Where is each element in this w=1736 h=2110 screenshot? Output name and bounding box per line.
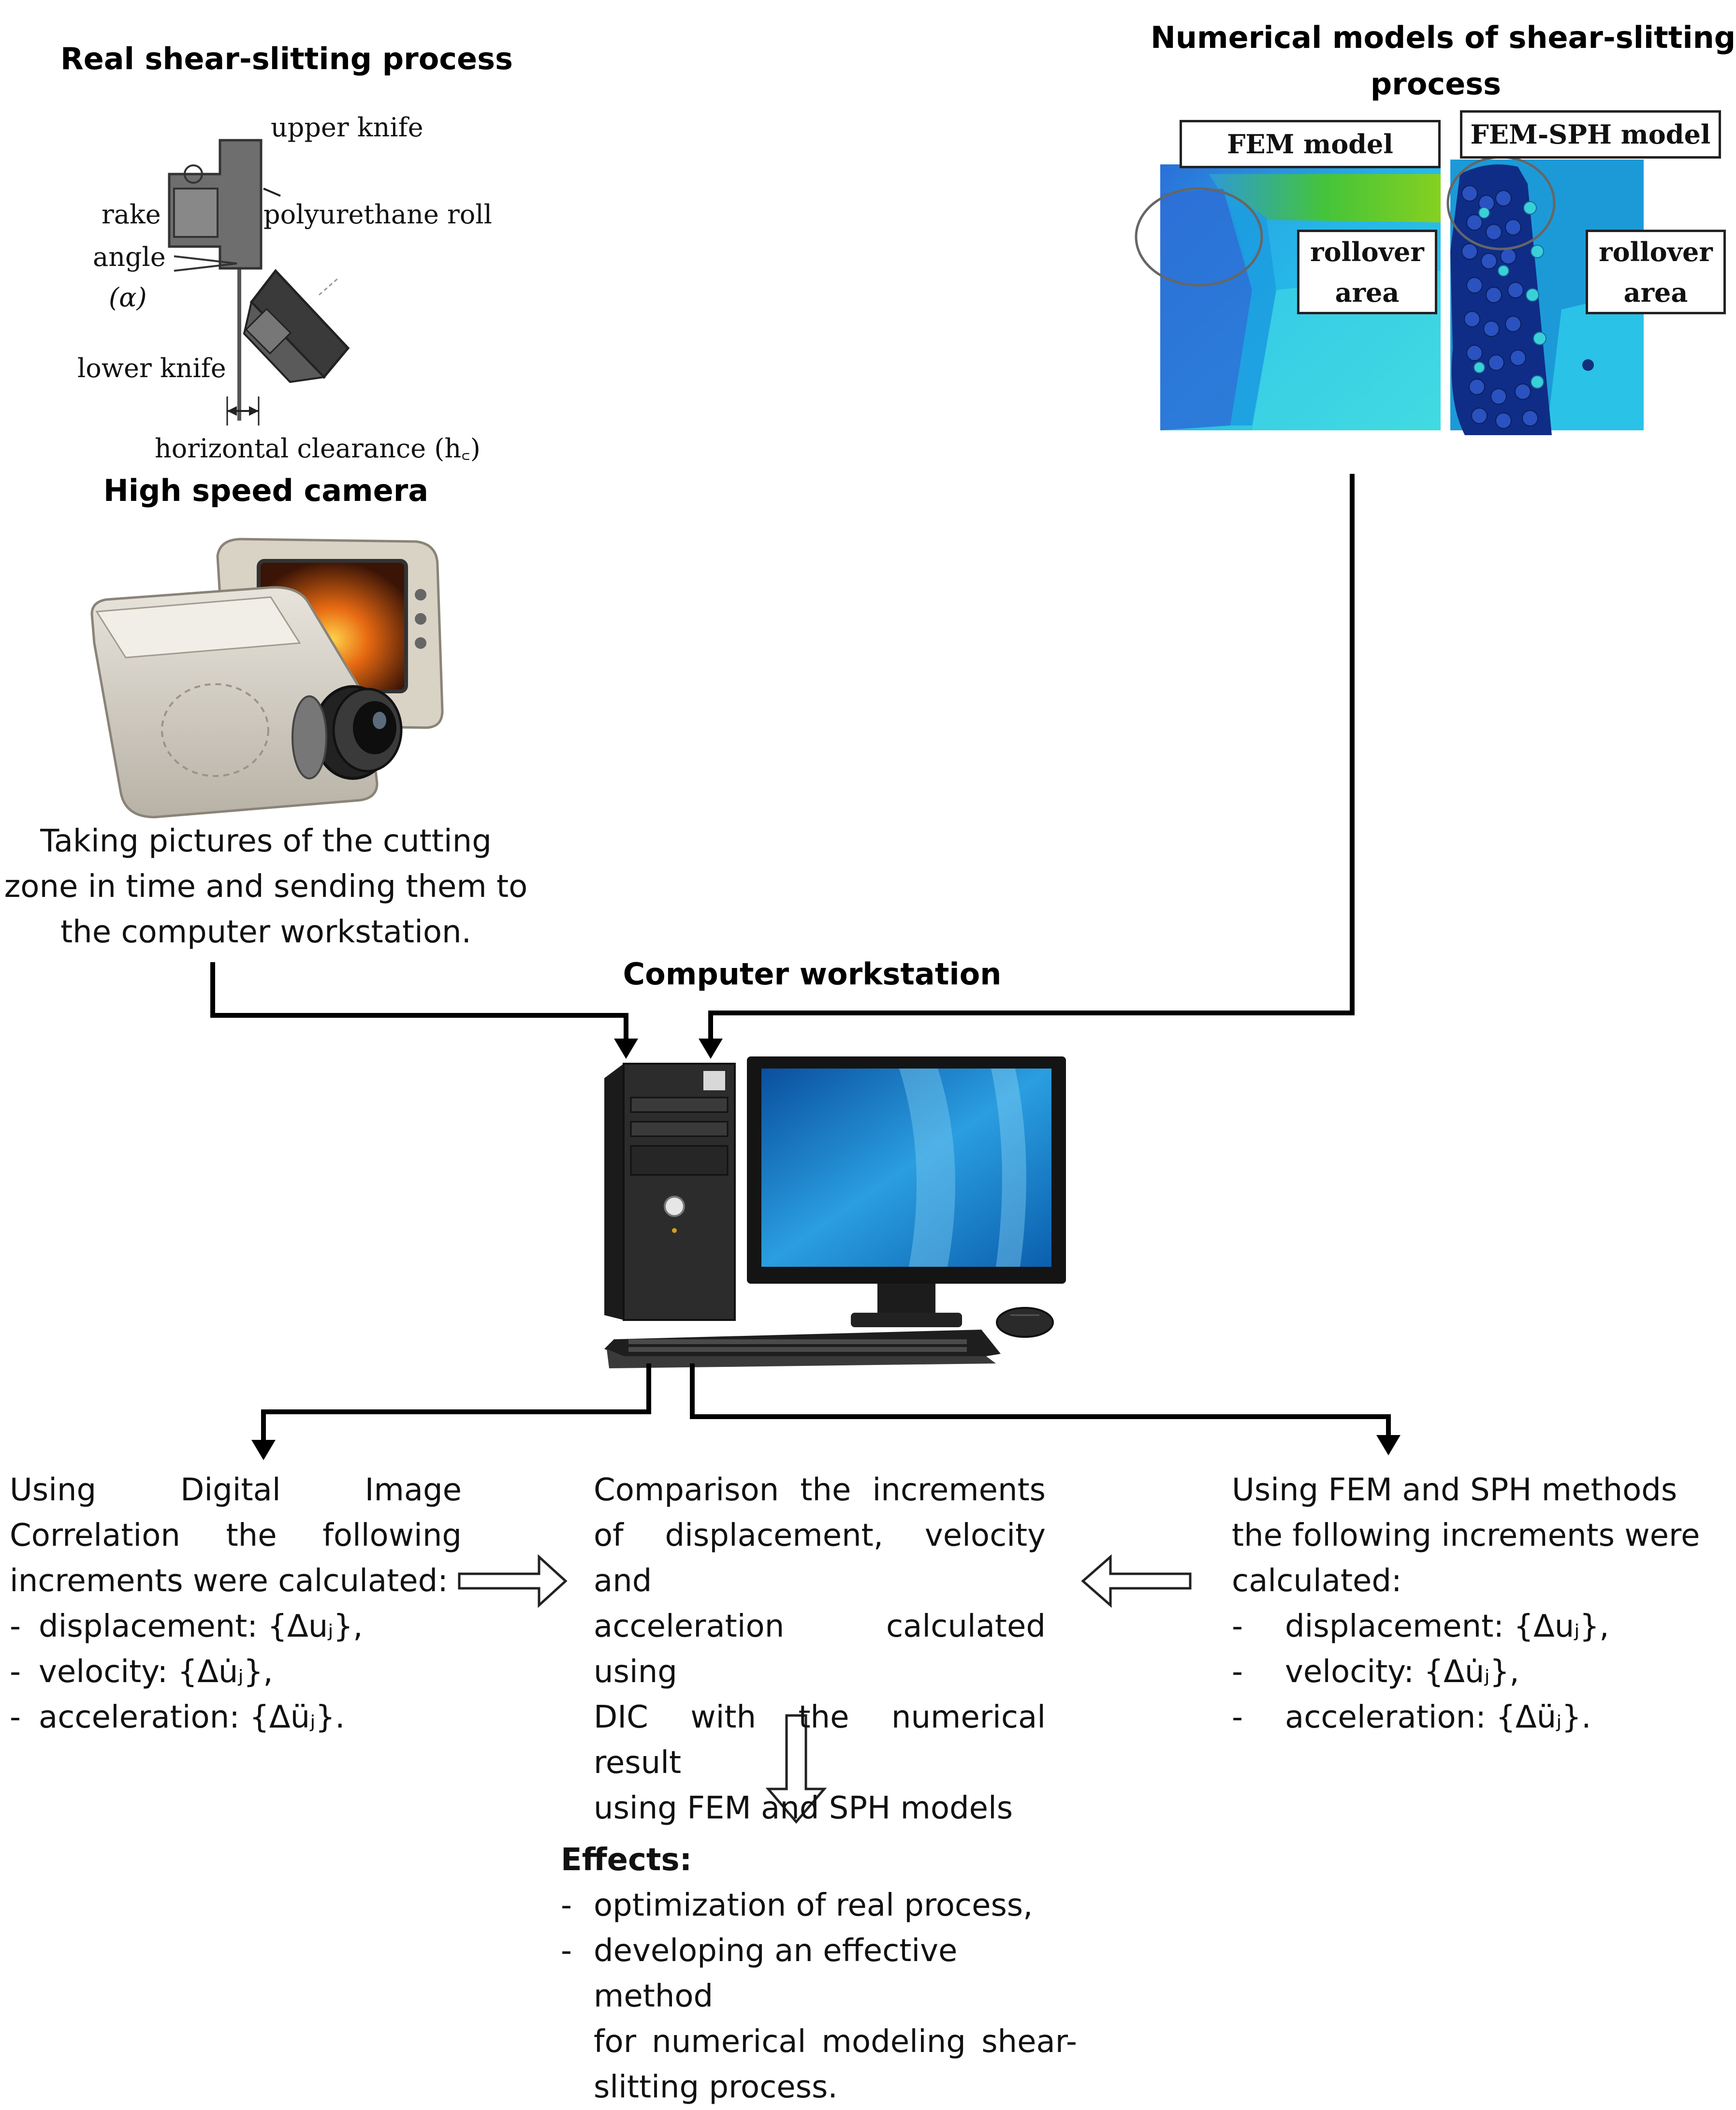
dic-item-text: displacement: {Δuⱼ}, bbox=[39, 1609, 363, 1644]
fem-item-displacement: -displacement: {Δuⱼ}, bbox=[1232, 1604, 1730, 1649]
sph-rollover-label: rollover area bbox=[1586, 230, 1726, 314]
dic-block: Using Digital Image Correlation the foll… bbox=[10, 1467, 462, 1740]
dic-word: Image bbox=[365, 1472, 462, 1508]
dic-line-3: increments were calculated: bbox=[10, 1563, 448, 1599]
effects-block: Effects: -optimization of real process, … bbox=[561, 1837, 1083, 2110]
camera-to-workstation-arrow bbox=[210, 962, 628, 1040]
knife-schematic bbox=[168, 139, 350, 425]
comparison-line-1: Comparison the increments bbox=[594, 1472, 1046, 1508]
effects-item-text: optimization of real process, bbox=[594, 1888, 1033, 1923]
fem-model-label: FEM model bbox=[1180, 120, 1441, 168]
numerical-title-line-2: process bbox=[1370, 66, 1502, 102]
dic-word: following bbox=[322, 1518, 462, 1553]
polyurethane-roll-label: polyurethane roll bbox=[263, 199, 492, 230]
fem-line-1: Using FEM and SPH methods bbox=[1232, 1472, 1678, 1508]
dic-item-velocity: -velocity: {Δu̇ⱼ}, bbox=[10, 1649, 462, 1695]
models-arrowhead bbox=[699, 1039, 723, 1059]
camera-arrowhead bbox=[614, 1039, 638, 1059]
lower-knife-label: lower knife bbox=[77, 353, 226, 383]
fem-item-text: acceleration: {Δüⱼ}. bbox=[1285, 1700, 1591, 1735]
comparison-line-4: DIC with the numerical result bbox=[594, 1700, 1046, 1781]
comparison-block: Comparison the increments of displacemen… bbox=[594, 1467, 1046, 1831]
fem-block: Using FEM and SPH methods the following … bbox=[1232, 1467, 1730, 1740]
horizontal-clearance-label: horizontal clearance (h꜀) bbox=[155, 433, 481, 464]
upper-knife-label: upper knife bbox=[271, 112, 423, 143]
dic-word: Using bbox=[10, 1472, 97, 1508]
high-speed-camera-image bbox=[90, 538, 444, 819]
effects-item-2: - developing an effective method for num… bbox=[561, 1928, 1083, 2110]
fem-rollover-line-1: rollover bbox=[1310, 236, 1424, 267]
camera-caption-line-1: Taking pictures of the cutting bbox=[40, 823, 492, 859]
angle-label: angle bbox=[93, 242, 166, 272]
hollow-arrows bbox=[458, 1554, 1192, 1824]
comparison-line-3: acceleration calculated using bbox=[594, 1609, 1046, 1690]
dic-to-comparison-arrow bbox=[458, 1554, 568, 1608]
sph-rollover-line-2: area bbox=[1623, 277, 1688, 308]
comparison-line-2: of displacement, velocity and bbox=[594, 1518, 1046, 1599]
alpha-label: (α) bbox=[109, 282, 147, 313]
real-process-title: Real shear-slitting process bbox=[60, 41, 513, 76]
connector-lines bbox=[210, 474, 1400, 1460]
effects-title: Effects: bbox=[561, 1842, 692, 1878]
camera-caption-line-3: the computer workstation. bbox=[60, 914, 471, 950]
fem-line-3: calculated: bbox=[1232, 1563, 1402, 1599]
fem-item-velocity: -velocity: {Δu̇ⱼ}, bbox=[1232, 1649, 1730, 1695]
sph-rollover-line-1: rollover bbox=[1599, 236, 1713, 267]
fem-arrowhead bbox=[1376, 1435, 1400, 1455]
workstation-title: Computer workstation bbox=[623, 956, 1002, 992]
fem-item-text: velocity: {Δu̇ⱼ}, bbox=[1285, 1654, 1519, 1690]
dic-item-text: acceleration: {Δüⱼ}. bbox=[39, 1700, 345, 1735]
effects-item-2-line: developing an effective method bbox=[594, 1933, 958, 2014]
camera-caption-line-2: zone in time and sending them to bbox=[4, 869, 528, 905]
fem-item-acceleration: -acceleration: {Δüⱼ}. bbox=[1232, 1695, 1730, 1740]
dic-item-acceleration: -acceleration: {Δüⱼ}. bbox=[10, 1695, 462, 1740]
dic-line-1: Using Digital Image bbox=[10, 1467, 462, 1513]
fem-sph-model-label: FEM-SPH model bbox=[1460, 110, 1721, 159]
effects-item-1: -optimization of real process, bbox=[561, 1883, 1083, 1928]
fem-sph-model-image bbox=[1446, 156, 1644, 435]
comparison-to-effects-arrow bbox=[765, 1714, 827, 1824]
dic-word: Digital bbox=[180, 1472, 281, 1508]
workstation-to-dic-arrow bbox=[261, 1363, 651, 1441]
dic-word: the bbox=[226, 1518, 277, 1553]
dic-word: Correlation bbox=[10, 1518, 180, 1553]
camera-caption: Taking pictures of the cutting zone in t… bbox=[0, 819, 532, 955]
diagram-graphics bbox=[90, 139, 1644, 1824]
effects-item-2-line: for numerical modeling shear- bbox=[594, 2024, 1077, 2060]
models-to-workstation-arrow bbox=[708, 474, 1355, 1040]
fem-rollover-line-2: area bbox=[1335, 277, 1400, 308]
computer-workstation-image bbox=[604, 1056, 1066, 1368]
dic-item-text: velocity: {Δu̇ⱼ}, bbox=[39, 1654, 273, 1690]
dic-arrowhead bbox=[251, 1440, 276, 1460]
fem-item-text: displacement: {Δuⱼ}, bbox=[1285, 1609, 1609, 1644]
workstation-to-fem-arrow bbox=[690, 1363, 1391, 1436]
effects-item-2-text: developing an effective method for numer… bbox=[594, 1928, 1077, 2110]
fem-rollover-label: rollover area bbox=[1297, 230, 1437, 314]
numerical-models-title: Numerical models of shear-slitting proce… bbox=[1151, 15, 1736, 107]
rake-label: rake bbox=[102, 199, 161, 230]
camera-title: High speed camera bbox=[103, 473, 429, 508]
effects-item-2-line: slitting process. bbox=[594, 2069, 838, 2105]
fem-line-2: the following increments were bbox=[1232, 1518, 1700, 1553]
dic-item-displacement: -displacement: {Δuⱼ}, bbox=[10, 1604, 462, 1649]
dic-line-2: Correlation the following bbox=[10, 1513, 462, 1558]
comparison-line-5: using FEM and SPH models bbox=[594, 1790, 1013, 1826]
numerical-title-line-1: Numerical models of shear-slitting bbox=[1151, 20, 1736, 55]
fem-to-comparison-arrow bbox=[1081, 1554, 1192, 1608]
